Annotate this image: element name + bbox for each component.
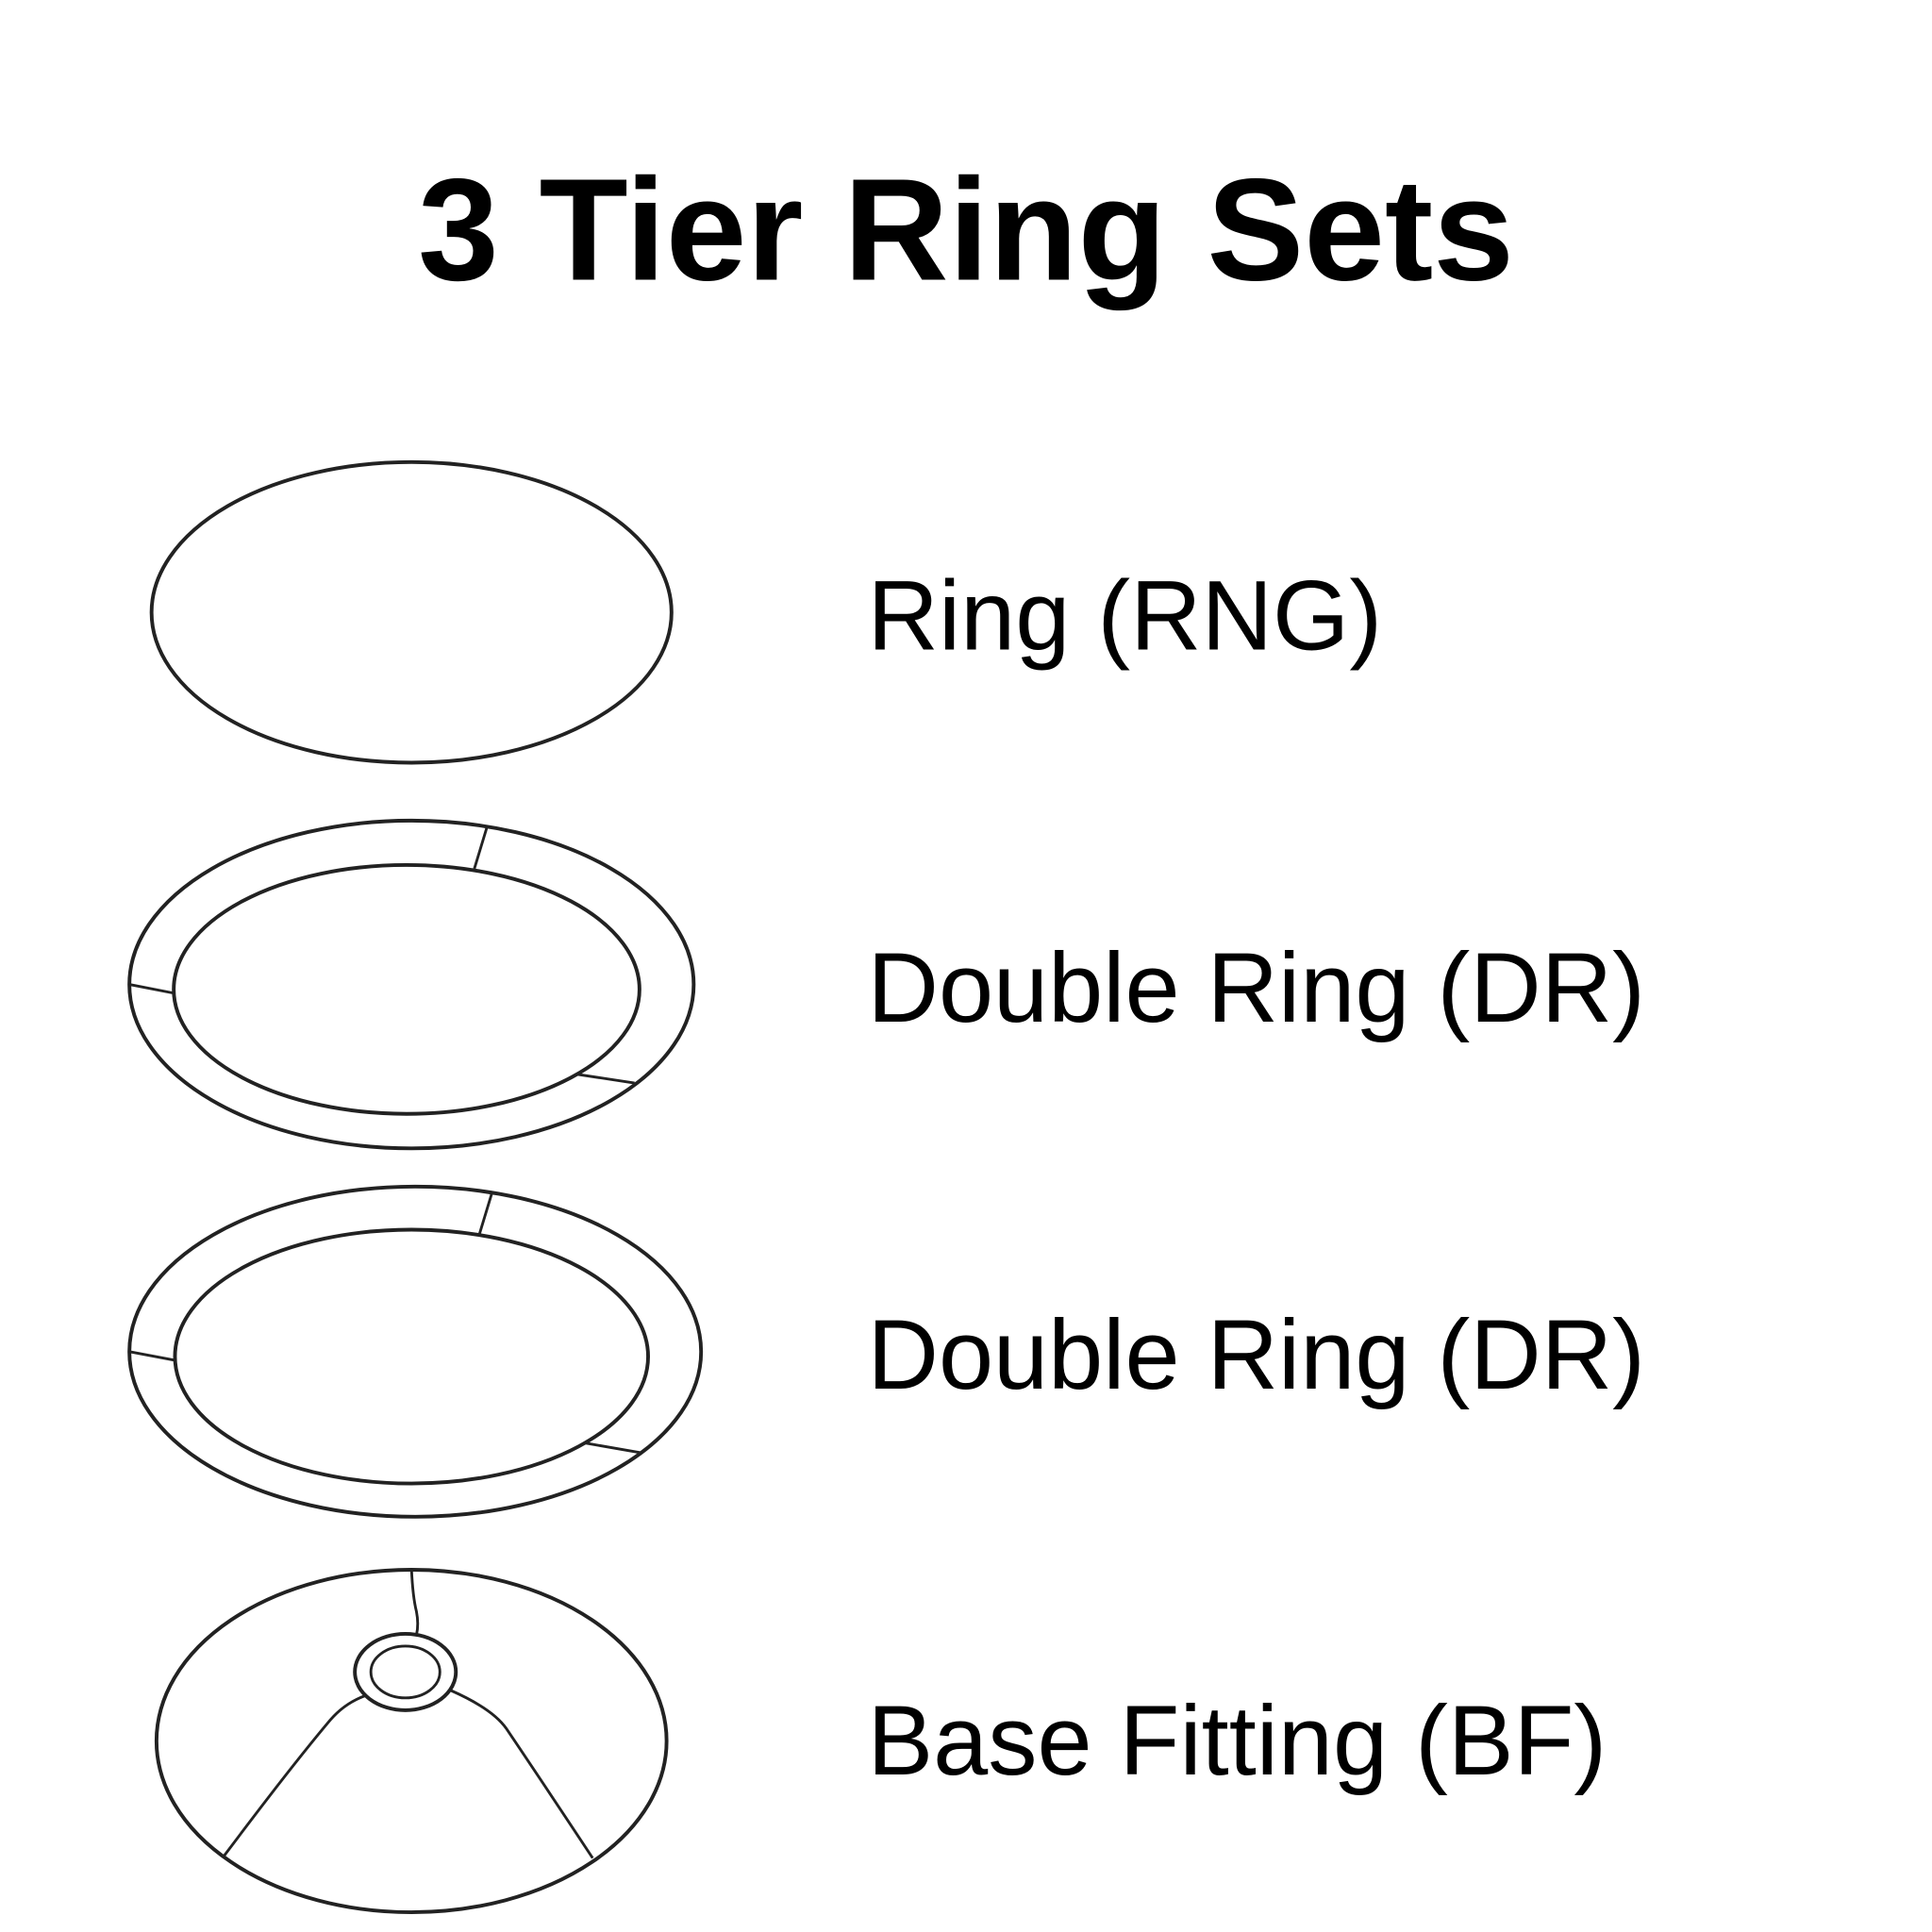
base-fitting-icon bbox=[154, 1568, 669, 1915]
double-ring-icon bbox=[127, 1184, 704, 1519]
ring-icon bbox=[149, 459, 674, 765]
item-label-double-ring-1: Double Ring (DR) bbox=[868, 933, 1645, 1043]
double-ring-icon bbox=[127, 818, 696, 1151]
item-label-double-ring-2: Double Ring (DR) bbox=[868, 1300, 1645, 1410]
item-label-base-fitting: Base Fitting (BF) bbox=[868, 1686, 1607, 1796]
item-label-ring: Ring (RNG) bbox=[868, 560, 1383, 671]
page-title: 3 Tier Ring Sets bbox=[418, 147, 1514, 310]
